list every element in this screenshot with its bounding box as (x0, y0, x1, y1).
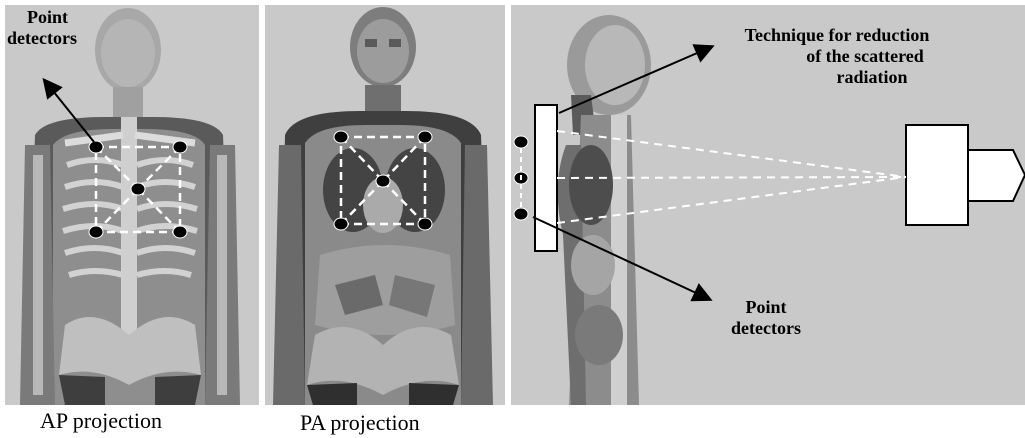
label-line: Technique for reduction (706, 25, 968, 46)
pa-projection-caption: PA projection (300, 410, 420, 436)
point-detector (173, 226, 187, 238)
point-detector (89, 141, 103, 153)
label-line: detectors (7, 28, 103, 49)
xray-tube-icon (968, 150, 1025, 201)
technique-label: Technique for reduction of the scattered… (706, 25, 968, 88)
point-detector (514, 208, 528, 220)
xray-source-box (906, 125, 968, 225)
ap-phantom-image (5, 5, 259, 405)
point-detector (89, 226, 103, 238)
pa-projection-panel (265, 5, 505, 405)
label-line: radiation (706, 67, 968, 88)
point-detector (173, 141, 187, 153)
point-detector (334, 218, 348, 230)
label-line: Point (7, 7, 103, 28)
label-line: detectors (711, 318, 821, 339)
ap-projection-panel: Point detectors (5, 5, 259, 405)
point-detector (376, 175, 390, 187)
point-detector (514, 136, 528, 148)
ap-point-detectors-label: Point detectors (7, 7, 103, 49)
scatter-reduction-grid (535, 105, 557, 251)
lateral-point-detectors-label: Point detectors (711, 297, 821, 339)
label-line: of the scattered (706, 46, 968, 67)
point-detector (418, 218, 432, 230)
label-line: Point (711, 297, 821, 318)
point-detector (334, 131, 348, 143)
lateral-panel: Technique for reduction of the scattered… (511, 5, 1025, 405)
point-detector (418, 131, 432, 143)
point-detector (131, 183, 145, 195)
pa-phantom-image (265, 5, 505, 405)
ap-projection-caption: AP projection (40, 408, 162, 434)
